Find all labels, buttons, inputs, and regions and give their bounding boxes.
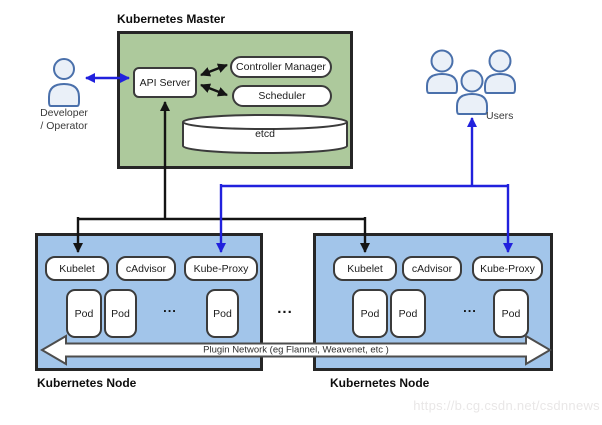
pod-box: Pod [66, 289, 102, 338]
scheduler-box: Scheduler [232, 85, 332, 107]
node-left-cadvisor-box: cAdvisor [116, 256, 176, 281]
pod-label: Pod [111, 307, 130, 320]
pod-box: Pod [493, 289, 529, 338]
cadvisor-label: cAdvisor [125, 262, 167, 275]
developer-label: Developer / Operator [24, 107, 104, 132]
pod-label: Pod [398, 307, 418, 320]
users-icon [426, 49, 516, 115]
kube-proxy-label: Kube-Proxy [193, 262, 249, 275]
api-server-box: API Server [133, 67, 197, 98]
api-server-label: API Server [139, 76, 191, 89]
cadvisor-label: cAdvisor [411, 262, 453, 275]
master-title: Kubernetes Master [117, 12, 226, 26]
kube-proxy-label: Kube-Proxy [480, 262, 535, 275]
kubelet-label: Kubelet [59, 262, 95, 275]
pod-box: Pod [390, 289, 426, 338]
node-right-title: Kubernetes Node [330, 376, 430, 390]
node-left-kube-proxy-box: Kube-Proxy [184, 256, 258, 281]
pod-box: Pod [104, 289, 137, 338]
etcd-label: etcd [255, 128, 275, 140]
user-back-left-icon [426, 49, 458, 94]
developer-label-line2: / Operator [40, 119, 88, 132]
node-right-kube-proxy-box: Kube-Proxy [472, 256, 543, 281]
node-right-kubelet-box: Kubelet [333, 256, 397, 281]
user-front-icon [456, 69, 488, 115]
plugin-network-label: Plugin Network (eg Flannel, Weavenet, et… [203, 344, 389, 356]
pod-box: Pod [352, 289, 388, 338]
kubelet-label: Kubelet [347, 262, 383, 275]
node-left-kubelet-box: Kubelet [45, 256, 109, 281]
developer-label-line1: Developer [40, 107, 88, 119]
users-label: Users [486, 110, 514, 122]
node-left-pods-ellipsis: ... [163, 300, 177, 315]
node-right-cadvisor-box: cAdvisor [402, 256, 462, 281]
controller-manager-box: Controller Manager [230, 56, 332, 78]
pod-label: Pod [360, 307, 380, 320]
user-back-right-icon [484, 49, 516, 94]
node-right-pods-ellipsis: ... [463, 300, 477, 315]
nodes-gap-ellipsis: ... [277, 300, 293, 317]
pod-label: Pod [74, 307, 94, 320]
developer-icon [48, 58, 80, 107]
scheduler-label: Scheduler [258, 90, 306, 102]
pod-label: Pod [501, 307, 521, 320]
pod-box: Pod [206, 289, 239, 338]
controller-manager-label: Controller Manager [236, 61, 326, 73]
watermark: https://b.cg.csdn.net/csdnnews [413, 398, 600, 413]
pod-label: Pod [213, 307, 232, 320]
node-left-title: Kubernetes Node [37, 376, 137, 390]
